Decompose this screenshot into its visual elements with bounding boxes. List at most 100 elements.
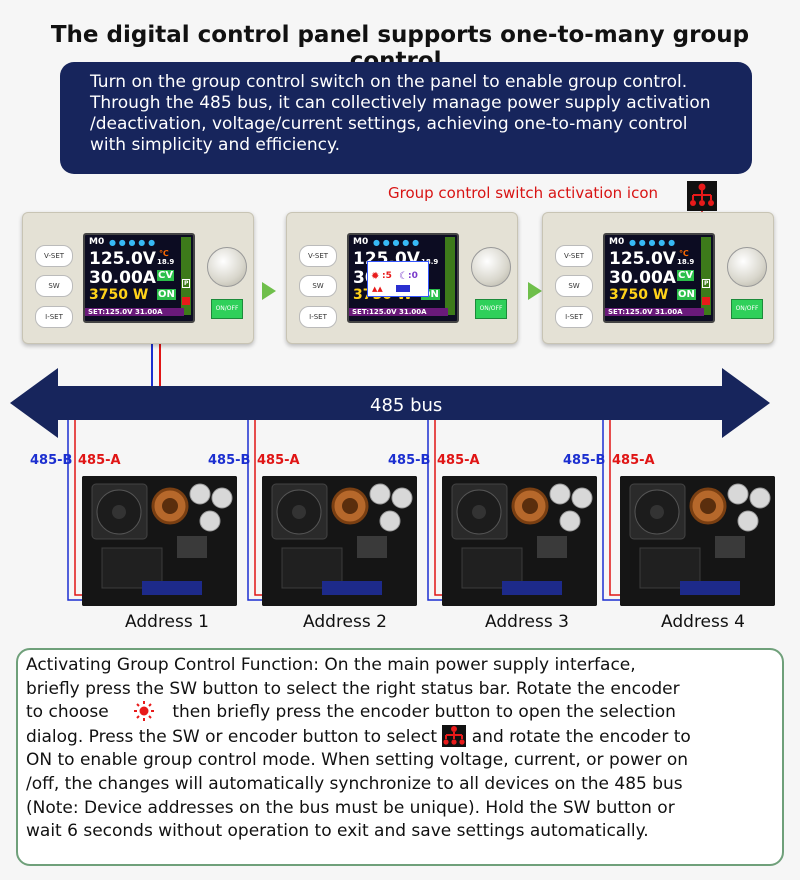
lcd-screen: M0 ● ● ● ● ● 125.0V 30.00A 3750 W ℃ 18.9… — [83, 233, 195, 323]
on-badge: ON — [157, 289, 176, 300]
set-readout: SET:125.0V 31.00A — [605, 308, 704, 316]
moon-icon: ☾ — [399, 271, 408, 282]
mode-label: M0 — [353, 237, 369, 247]
lcd-screen: M0 ● ● ● ● ● 125.0V 30.00A 3750 W ℃ 18.9… — [603, 233, 715, 323]
mode-label: M0 — [89, 237, 105, 247]
bus-label: 485 bus — [370, 395, 443, 416]
temp-readout: 18.9 — [677, 258, 695, 266]
set-readout: SET:125.0V 31.00A — [85, 308, 184, 316]
intro-box: Turn on the group control switch on the … — [60, 62, 752, 174]
instruction-line: Activating Group Control Function: On th… — [26, 655, 636, 675]
voltage-readout: 125.0V — [89, 249, 156, 269]
encoder-knob[interactable] — [471, 247, 511, 287]
instruction-line: wait 6 seconds without operation to exit… — [26, 821, 649, 842]
instruction-line: to choose then briefly press the encoder… — [26, 701, 776, 725]
power-module-4 — [620, 476, 775, 606]
voltage-readout: 125.0V — [609, 249, 676, 269]
dialog-left-value: :5 — [382, 271, 392, 281]
instruction-line: ON to enable group control mode. When se… — [26, 750, 689, 771]
iset-button[interactable]: I-SET — [35, 306, 73, 328]
on-badge: ON — [677, 289, 696, 300]
wire-label-485a: 485-A — [612, 453, 655, 468]
temp-unit: ℃ — [679, 249, 689, 258]
address-label-3: Address 3 — [485, 612, 569, 632]
mode-label: M0 — [609, 237, 625, 247]
group-control-icon — [702, 297, 710, 305]
vset-button[interactable]: V-SET — [35, 245, 73, 267]
temp-readout: 18.9 — [157, 258, 175, 266]
status-bar — [445, 237, 455, 315]
group-control-icon: ▲▲ — [372, 285, 383, 293]
vset-button[interactable]: V-SET — [555, 245, 593, 267]
instruction-line: (Note: Device addresses on the bus must … — [26, 797, 675, 818]
instruction-text: dialog. Press the SW or encoder button t… — [26, 726, 437, 747]
cv-badge: CV — [157, 270, 175, 281]
toggle-indicator — [396, 285, 410, 292]
dialog-right-value: :0 — [408, 271, 418, 281]
cv-badge: CV — [677, 270, 695, 281]
intro-line: Turn on the group control switch on the … — [90, 72, 688, 92]
iset-button[interactable]: I-SET — [299, 306, 337, 328]
set-readout: SET:125.0V 31.00A — [349, 308, 448, 316]
instructions-box: Activating Group Control Function: On th… — [16, 648, 784, 866]
address-label-1: Address 1 — [125, 612, 209, 632]
current-readout: 30.00A — [89, 268, 156, 288]
temp-unit: ℃ — [159, 249, 169, 258]
instruction-text: to choose — [26, 702, 109, 723]
group-control-icon — [182, 297, 190, 305]
wire-label-485a: 485-A — [437, 453, 480, 468]
p-badge: P — [182, 279, 191, 288]
power-readout: 3750 W — [89, 287, 149, 303]
callout-label: Group control switch activation icon — [388, 184, 659, 202]
sw-button[interactable]: SW — [299, 275, 337, 297]
wire-label-485a: 485-A — [257, 453, 300, 468]
onoff-button[interactable]: ON/OFF — [475, 299, 507, 319]
lcd-screen: M0 ● ● ● ● ● 125.0V 30.00A 3750 W 18.9 O… — [347, 233, 459, 323]
instruction-text: then briefly press the encoder button to… — [172, 702, 676, 723]
current-readout: 30.00A — [609, 268, 676, 288]
power-module-3 — [442, 476, 597, 606]
iset-button[interactable]: I-SET — [555, 306, 593, 328]
sun-icon — [133, 701, 154, 722]
sw-button[interactable]: SW — [35, 275, 73, 297]
control-panel-3: V-SET SW I-SET M0 ● ● ● ● ● 125.0V 30.00… — [542, 212, 774, 344]
sw-button[interactable]: SW — [555, 275, 593, 297]
on-badge: ON — [421, 289, 440, 300]
intro-line: /deactivation, voltage/current settings,… — [90, 114, 688, 134]
right-arrow-icon — [262, 282, 276, 300]
sun-icon: ✹ — [371, 271, 380, 282]
intro-line: with simplicity and efficiency. — [90, 135, 341, 155]
wire-label-485b: 485-B — [208, 453, 251, 468]
vset-button[interactable]: V-SET — [299, 245, 337, 267]
selection-dialog: ✹ :5 ☾ :0 ▲▲ — [367, 261, 429, 297]
instruction-line: dialog. Press the SW or encoder button t… — [26, 724, 776, 750]
status-bar — [181, 237, 191, 315]
encoder-knob[interactable] — [727, 247, 767, 287]
control-panel-1: V-SET SW I-SET M0 ● ● ● ● ● 125.0V 30.00… — [22, 212, 254, 344]
instruction-line: briefly press the SW button to select th… — [26, 678, 680, 699]
wire-label-485b: 485-B — [30, 453, 73, 468]
memory-dots: ● ● ● ● ● — [373, 238, 420, 247]
instruction-line: /off, the changes will automatically syn… — [26, 773, 683, 794]
memory-dots: ● ● ● ● ● — [629, 238, 676, 247]
control-panel-2: V-SET SW I-SET M0 ● ● ● ● ● 125.0V 30.00… — [286, 212, 518, 344]
status-bar — [701, 237, 711, 315]
instruction-text: and rotate the encoder to — [471, 726, 691, 747]
wire-label-485a: 485-A — [78, 453, 121, 468]
p-badge: P — [702, 279, 711, 288]
address-label-2: Address 2 — [303, 612, 387, 632]
memory-dots: ● ● ● ● ● — [109, 238, 156, 247]
power-module-2 — [262, 476, 417, 606]
onoff-button[interactable]: ON/OFF — [731, 299, 763, 319]
encoder-knob[interactable] — [207, 247, 247, 287]
temp-readout: 18.9 — [421, 258, 439, 266]
onoff-button[interactable]: ON/OFF — [211, 299, 243, 319]
page-title: The digital control panel supports one-t… — [50, 22, 750, 74]
group-control-icon — [442, 724, 467, 747]
group-control-icon — [687, 181, 717, 211]
intro-line: Through the 485 bus, it can collectively… — [90, 93, 711, 113]
wire-label-485b: 485-B — [563, 453, 606, 468]
power-readout: 3750 W — [609, 287, 669, 303]
wire-label-485b: 485-B — [388, 453, 431, 468]
power-module-1 — [82, 476, 237, 606]
